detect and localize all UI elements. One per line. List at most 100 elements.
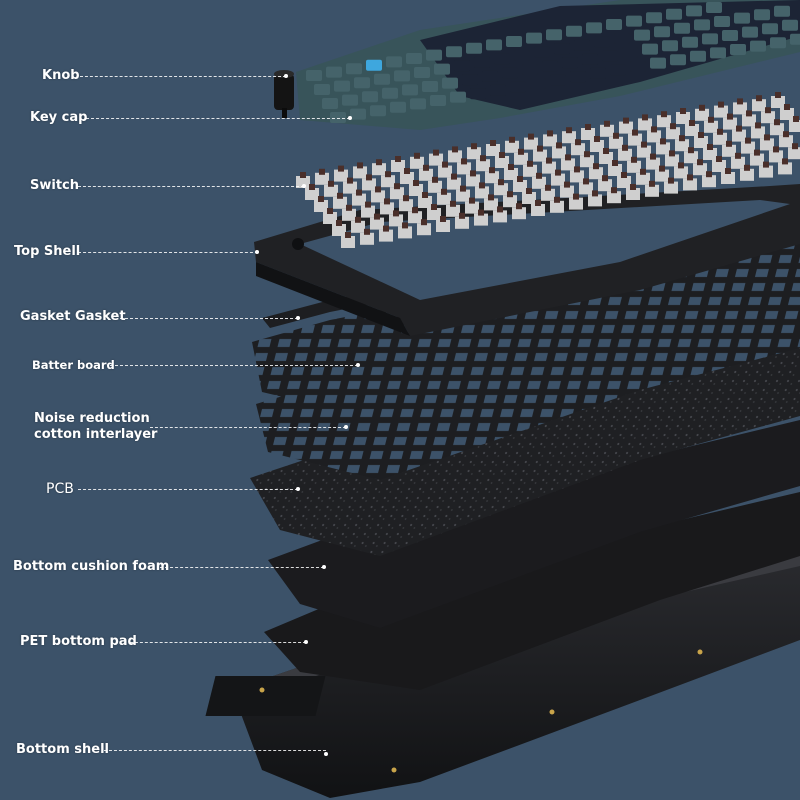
switch-unit (495, 152, 509, 168)
switch-unit (360, 228, 374, 245)
switch-unit (513, 176, 527, 192)
keycap-unit (334, 80, 350, 92)
switch-unit (741, 137, 755, 154)
keycap-unit (402, 84, 418, 96)
switch-unit (664, 177, 678, 194)
label-batter-board: Batter board (32, 358, 115, 372)
switch-unit (676, 108, 690, 124)
keycap-unit (482, 70, 498, 82)
leader-switch (78, 186, 304, 187)
switch-unit (721, 168, 735, 184)
label-noise-reduction: Noise reduction cotton interlayer (34, 411, 157, 443)
switch-unit (694, 132, 708, 148)
keycap-unit (566, 25, 582, 37)
keycap-unit (330, 112, 346, 123)
keycap-unit (622, 47, 638, 58)
keycap-unit (770, 37, 786, 49)
keycap-unit (426, 49, 442, 61)
keycap-unit (642, 43, 658, 55)
switch-unit (628, 129, 642, 146)
switch-unit (779, 131, 793, 148)
switch-unit (399, 195, 413, 212)
switch-unit (789, 116, 800, 132)
switch-unit (352, 189, 366, 206)
keycap-unit (562, 57, 578, 69)
keycap-unit (666, 8, 682, 20)
switch-unit (315, 168, 329, 185)
keycap-unit (670, 54, 686, 66)
keycap-unit (734, 12, 750, 24)
top-shell-side (256, 262, 410, 336)
leader-batter-board (110, 365, 358, 366)
switch-unit (675, 135, 689, 152)
pcb-layer (250, 346, 800, 556)
leader-pcb (78, 489, 298, 490)
switch-unit (598, 175, 612, 192)
keycap-unit (722, 30, 738, 41)
pointer-knob (284, 74, 288, 78)
switch-unit (398, 222, 412, 239)
switch-unit (693, 159, 707, 176)
leader-gasket (120, 318, 298, 319)
keycap-unit (314, 84, 330, 95)
switch-unit (579, 178, 593, 195)
keycap-unit (510, 81, 526, 93)
switch-unit (379, 225, 393, 242)
keycap-unit (570, 71, 586, 83)
switch-unit (342, 204, 356, 221)
pointer-noise-reduction (344, 425, 348, 429)
switch-unit (571, 139, 585, 156)
switch-unit (446, 200, 460, 217)
bottom-shell-body (232, 552, 800, 798)
switch-unit (685, 120, 699, 136)
switch-unit (703, 144, 717, 160)
switch-unit (562, 127, 576, 144)
keycap-unit (434, 63, 450, 75)
switch-unit (408, 207, 422, 224)
switch-unit (684, 147, 698, 164)
switch-unit (714, 101, 728, 118)
keycap-unit (530, 78, 546, 89)
keycap-unit (774, 5, 790, 17)
label-keycap: Key cap (30, 110, 88, 125)
switch-unit (742, 110, 756, 127)
keycap-unit (650, 57, 666, 69)
label-noise-line1: Noise reduction (34, 411, 150, 426)
keycap-unit (446, 46, 462, 58)
leader-pet-pad (130, 642, 306, 643)
keycap-unit (626, 15, 642, 27)
keycap-unit (614, 33, 630, 44)
leader-noise-reduction (150, 427, 346, 428)
keycap-unit (586, 22, 602, 34)
keycap-unit (522, 64, 538, 75)
switch-unit (626, 184, 640, 200)
switch-unit (770, 119, 784, 136)
switch-unit (428, 176, 442, 193)
switch-unit (750, 149, 764, 166)
keycap-unit (490, 84, 506, 96)
leader-keycap (86, 118, 350, 119)
keycap-unit (306, 70, 322, 81)
switch-unit (646, 153, 660, 170)
switch-unit (551, 169, 565, 186)
bottom-cushion-foam-layer (268, 420, 800, 628)
leader-bottom-shell (104, 750, 326, 751)
switch-unit (389, 210, 403, 227)
switch-unit (504, 164, 518, 180)
switch-unit (474, 209, 488, 226)
keycap-unit (630, 61, 646, 72)
keycap-unit (322, 98, 338, 109)
keycap-unit (422, 81, 438, 92)
keycap-unit (534, 46, 550, 58)
switch-unit (494, 179, 508, 196)
keycap-unit (574, 39, 590, 51)
switch-unit (512, 203, 526, 220)
switch-unit (456, 185, 470, 202)
keycap-unit (762, 23, 778, 35)
switch-unit (683, 174, 697, 191)
switch-unit (590, 136, 604, 152)
switch-unit (588, 190, 602, 207)
pointer-pet-pad (304, 640, 308, 644)
switch-unit (476, 155, 490, 172)
